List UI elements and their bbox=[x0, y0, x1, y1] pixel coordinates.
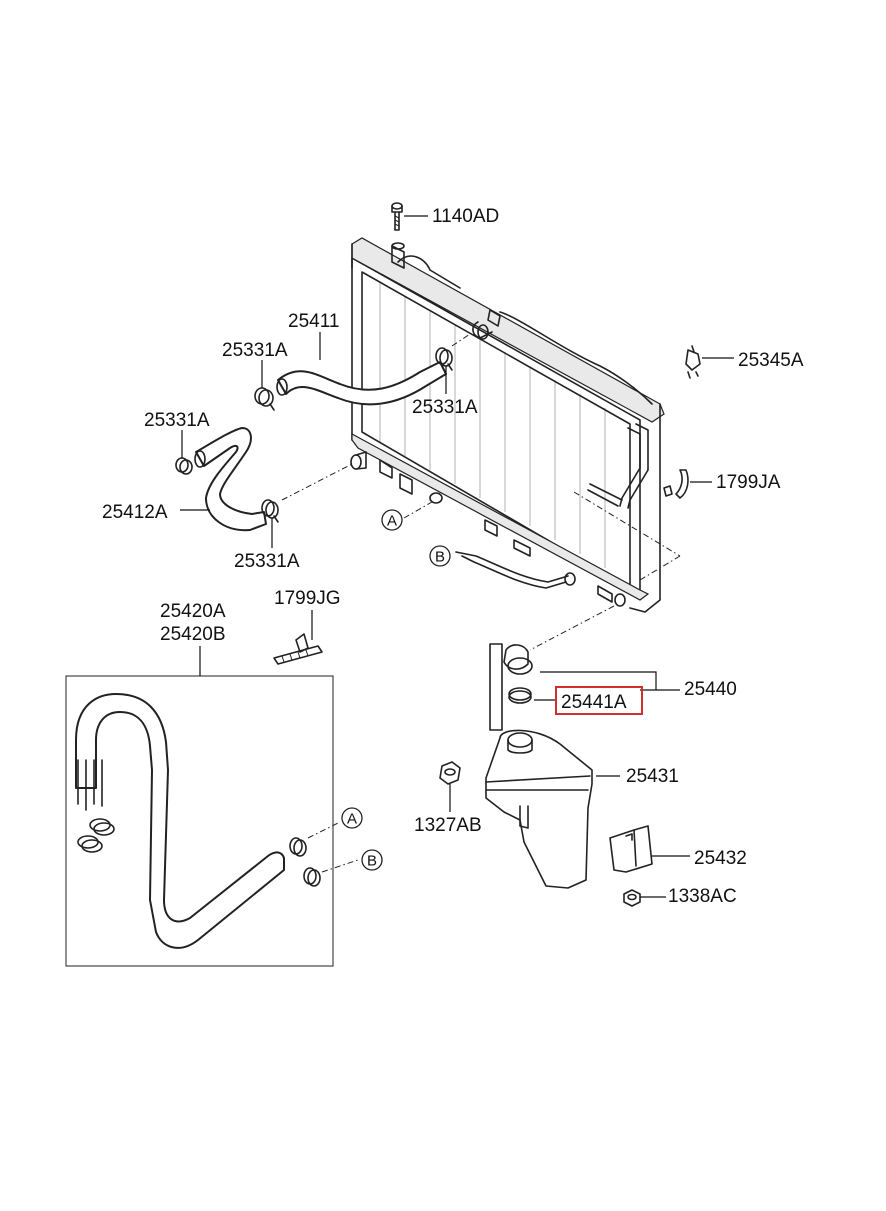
lower-hose-25412a bbox=[180, 427, 267, 532]
marker-b-kit: B bbox=[361, 849, 383, 871]
clip-1799jg bbox=[273, 610, 323, 665]
svg-text:A: A bbox=[347, 811, 357, 828]
overflow-hose bbox=[455, 551, 576, 589]
label-upper-hose: 25411 bbox=[288, 311, 339, 332]
seal-25441a bbox=[508, 687, 556, 704]
svg-text:B: B bbox=[435, 549, 445, 566]
label-clamp-upper-right: 25331A bbox=[412, 397, 478, 418]
radiator-cap-25440 bbox=[489, 643, 680, 731]
marker-a-top: A bbox=[381, 509, 403, 531]
reservoir-25431 bbox=[485, 729, 620, 889]
clamp-lower-bottom bbox=[261, 499, 279, 548]
label-clamp-lower-bottom: 25331A bbox=[234, 551, 300, 572]
clamp-upper-left bbox=[254, 360, 275, 411]
label-seal: 25441A bbox=[561, 692, 627, 713]
label-clamp-upper-left: 25331A bbox=[222, 340, 288, 361]
svg-text:B: B bbox=[367, 853, 377, 870]
label-nut: 1338AC bbox=[668, 886, 737, 907]
nut-1327ab bbox=[439, 761, 461, 812]
marker-a-kit: A bbox=[341, 807, 363, 829]
bolt-1140ad bbox=[391, 202, 428, 231]
clamp-upper-right bbox=[435, 347, 453, 394]
svg-text:A: A bbox=[387, 513, 397, 530]
leader-lines bbox=[281, 333, 681, 873]
label-bracket: 25432 bbox=[694, 848, 747, 869]
clamp-lower-top bbox=[175, 430, 193, 475]
highlight-box bbox=[555, 686, 643, 715]
upper-hose-25411 bbox=[276, 332, 447, 406]
label-nut-small: 1327AB bbox=[414, 815, 482, 836]
label-clip-left: 1799JG bbox=[274, 588, 341, 609]
nut-1338ac bbox=[623, 889, 666, 907]
label-bolt: 1140AD bbox=[432, 206, 499, 227]
label-lower-hose: 25412A bbox=[102, 502, 168, 523]
label-clip-right: 25345A bbox=[738, 350, 804, 371]
radiator bbox=[350, 237, 665, 613]
marker-b-top: B bbox=[429, 545, 451, 567]
hose-kit-25420 bbox=[65, 646, 334, 967]
hose-clip-1799ja bbox=[663, 469, 712, 499]
label-hose-clip: 1799JA bbox=[716, 472, 781, 493]
label-cap-assy: 25440 bbox=[684, 679, 737, 700]
label-clamp-lower-top: 25331A bbox=[144, 410, 210, 431]
bracket-25432 bbox=[609, 825, 690, 873]
clip-25345a bbox=[685, 345, 734, 379]
label-hose-kit-a: 25420A bbox=[160, 601, 226, 622]
label-hose-kit-b: 25420B bbox=[160, 624, 226, 645]
label-reservoir: 25431 bbox=[626, 766, 679, 787]
